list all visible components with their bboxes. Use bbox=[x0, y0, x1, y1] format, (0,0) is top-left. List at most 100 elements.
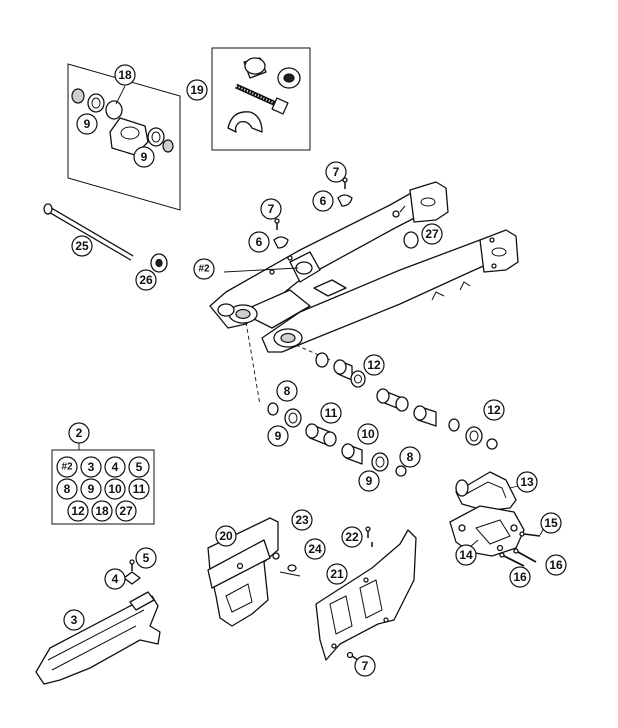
svg-text:2: 2 bbox=[76, 426, 83, 440]
kit-item-27: 27 bbox=[115, 500, 137, 522]
washer-24 bbox=[279, 564, 301, 577]
group-19-bolt-kit bbox=[211, 47, 311, 151]
svg-text:8: 8 bbox=[64, 482, 71, 496]
kit-item-hash2: #2 bbox=[56, 456, 78, 478]
swingarm bbox=[209, 181, 519, 353]
callout-9-bearing-left: 9 bbox=[267, 425, 289, 447]
svg-text:10: 10 bbox=[361, 427, 375, 441]
svg-text:9: 9 bbox=[366, 474, 373, 488]
callout-24: 24 bbox=[304, 538, 326, 560]
callout-16-right: 16 bbox=[545, 554, 567, 576]
svg-text:9: 9 bbox=[141, 150, 148, 164]
clip-6-lower bbox=[273, 236, 289, 249]
svg-text:22: 22 bbox=[345, 530, 359, 544]
kit-item-10: 10 bbox=[104, 478, 126, 500]
callout-19: 19 bbox=[186, 79, 208, 101]
svg-text:6: 6 bbox=[256, 235, 263, 249]
callout-8-lower: 8 bbox=[399, 446, 421, 468]
callout-26: 26 bbox=[135, 269, 157, 291]
callout-13: 13 bbox=[516, 471, 538, 493]
callout-15: 15 bbox=[540, 512, 562, 534]
callout-12-lower: 12 bbox=[483, 399, 505, 421]
svg-text:11: 11 bbox=[325, 406, 338, 420]
callout-7-lower: 7 bbox=[260, 198, 282, 220]
bolt-7-lower bbox=[274, 218, 280, 230]
callout-7-bottom: 7 bbox=[354, 655, 376, 677]
svg-text:26: 26 bbox=[139, 273, 153, 287]
svg-text:21: 21 bbox=[330, 567, 344, 581]
kit-item-3: 3 bbox=[80, 456, 102, 478]
bolts-16 bbox=[499, 548, 537, 567]
callout-6-upper: 6 bbox=[312, 190, 334, 212]
svg-text:20: 20 bbox=[219, 529, 233, 543]
svg-text:7: 7 bbox=[268, 202, 275, 216]
kit-item-4: 4 bbox=[104, 456, 126, 478]
callout-18: 18 bbox=[114, 64, 136, 86]
callout-20: 20 bbox=[215, 525, 237, 547]
callout-27: 27 bbox=[421, 223, 443, 245]
svg-text:9: 9 bbox=[275, 429, 282, 443]
svg-text:27: 27 bbox=[119, 504, 133, 518]
callout-6-lower: 6 bbox=[248, 231, 270, 253]
svg-text:6: 6 bbox=[320, 194, 327, 208]
callout-4: 4 bbox=[104, 568, 126, 590]
callout-7-upper: 7 bbox=[325, 161, 347, 183]
bearing-stack-12-upper bbox=[315, 352, 498, 450]
svg-text:4: 4 bbox=[112, 572, 119, 586]
chain-slider-3 bbox=[35, 591, 161, 685]
bolt-7-upper bbox=[342, 177, 348, 189]
callout-21: 21 bbox=[326, 563, 348, 585]
svg-text:8: 8 bbox=[284, 384, 291, 398]
kit-item-18: 18 bbox=[91, 500, 113, 522]
callout-16-left: 16 bbox=[509, 566, 531, 588]
group-18-bushing-kit bbox=[67, 63, 181, 211]
nut-23 bbox=[272, 552, 280, 560]
svg-text:3: 3 bbox=[71, 613, 78, 627]
svg-text:27: 27 bbox=[425, 227, 439, 241]
svg-text:9: 9 bbox=[88, 482, 95, 496]
screw-7-lower bbox=[346, 651, 359, 661]
callout-12-upper: 12 bbox=[363, 354, 385, 376]
callout-9-group18-right: 9 bbox=[133, 146, 155, 168]
svg-text:12: 12 bbox=[487, 403, 501, 417]
bearing-stack-lower bbox=[267, 402, 407, 477]
svg-text:15: 15 bbox=[544, 516, 558, 530]
callout-14: 14 bbox=[455, 544, 477, 566]
svg-text:24: 24 bbox=[308, 542, 322, 556]
chain-guide-14 bbox=[449, 505, 525, 557]
callout-5: 5 bbox=[135, 547, 157, 569]
callout-10: 10 bbox=[357, 423, 379, 445]
svg-text:7: 7 bbox=[362, 659, 369, 673]
callout-8-upper: 8 bbox=[276, 380, 298, 402]
callout-9-group18-left: 9 bbox=[76, 113, 98, 135]
svg-text:12: 12 bbox=[71, 504, 85, 518]
washer-4 bbox=[123, 571, 141, 585]
svg-text:14: 14 bbox=[459, 548, 473, 562]
svg-text:5: 5 bbox=[143, 551, 150, 565]
kit-item-8: 8 bbox=[56, 478, 78, 500]
svg-text:12: 12 bbox=[367, 358, 381, 372]
svg-text:11: 11 bbox=[133, 482, 146, 496]
svg-text:18: 18 bbox=[118, 68, 132, 82]
callout-23: 23 bbox=[291, 509, 313, 531]
svg-text:9: 9 bbox=[84, 117, 91, 131]
svg-text:#2: #2 bbox=[198, 264, 210, 275]
axle-25 bbox=[43, 203, 134, 261]
svg-text:18: 18 bbox=[95, 504, 109, 518]
svg-text:7: 7 bbox=[333, 165, 340, 179]
bolt-15 bbox=[519, 531, 541, 537]
kit-box-frame bbox=[51, 449, 155, 525]
kit-item-12: 12 bbox=[67, 500, 89, 522]
callout-3: 3 bbox=[63, 609, 85, 631]
callout-22: 22 bbox=[341, 526, 363, 548]
svg-text:13: 13 bbox=[520, 475, 534, 489]
svg-text:23: 23 bbox=[295, 513, 309, 527]
svg-text:19: 19 bbox=[190, 83, 204, 97]
chain-guard-21 bbox=[315, 529, 417, 661]
group-19-frame bbox=[211, 47, 311, 151]
screw-5 bbox=[129, 559, 135, 571]
svg-text:16: 16 bbox=[549, 558, 563, 572]
callout-2: 2 bbox=[68, 422, 90, 444]
svg-text:#2: #2 bbox=[61, 462, 73, 473]
